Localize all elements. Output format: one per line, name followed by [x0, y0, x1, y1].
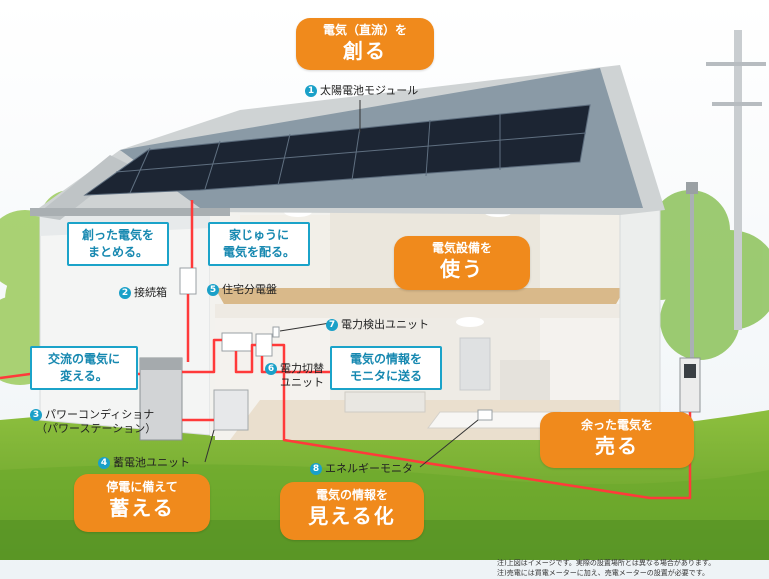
callout-create: 電気（直流）を 創る	[296, 18, 434, 70]
label-number: 1	[305, 85, 317, 97]
callout-store: 停電に備えて 蓄える	[74, 474, 210, 532]
label-text: エネルギーモニタ	[325, 462, 413, 475]
label-text: 接続箱	[134, 286, 167, 299]
label-number: 2	[119, 287, 131, 299]
callout-store-small: 停電に備えて	[74, 479, 210, 495]
callout-use-small: 電気設備を	[394, 240, 530, 256]
callout-distribute-line2: 電気を配る。	[212, 244, 306, 261]
callout-combine-line1: 創った電気を	[71, 227, 165, 244]
callout-visualize: 電気の情報を 見える化	[280, 482, 424, 540]
label-text-2: （パワーステーション）	[36, 422, 156, 435]
footnote-1: 注)上図はイメージです。実際の設置場所とは異なる場合があります。	[497, 558, 715, 568]
callout-send-info-line1: 電気の情報を	[334, 351, 438, 368]
callout-store-big: 蓄える	[74, 495, 210, 521]
callout-combine: 創った電気を まとめる。	[67, 222, 169, 266]
label-text: 太陽電池モジュール	[320, 84, 418, 97]
label-text-2: ユニット	[280, 376, 324, 389]
energy-monitor	[478, 410, 492, 420]
callout-visualize-small: 電気の情報を	[280, 487, 424, 503]
switch-unit	[256, 334, 272, 356]
callout-combine-line2: まとめる。	[71, 244, 165, 261]
callout-sell-small: 余った電気を	[540, 417, 694, 433]
label-text: 住宅分電盤	[222, 283, 277, 296]
battery-unit	[214, 390, 248, 430]
label-number: 6	[265, 363, 277, 375]
callout-distribute: 家じゅうに 電気を配る。	[208, 222, 310, 266]
callout-visualize-big: 見える化	[280, 503, 424, 529]
distribution-panel	[222, 333, 252, 351]
callout-convert-line1: 交流の電気に	[34, 351, 134, 368]
label-number: 7	[326, 319, 338, 331]
junction-box	[180, 268, 196, 294]
label-number: 3	[30, 409, 42, 421]
callout-use: 電気設備を 使う	[394, 236, 530, 290]
callout-sell-big: 売る	[540, 433, 694, 459]
label-text: 電力検出ユニット	[341, 318, 429, 331]
label-number: 5	[207, 284, 219, 296]
callout-sell: 余った電気を 売る	[540, 412, 694, 468]
footnote-2: 注)売電には買電メーターに加え、売電メーターの設置が必要です。	[497, 568, 709, 578]
label-number: 8	[310, 463, 322, 475]
meter-box	[680, 358, 700, 412]
power-detection-unit	[273, 327, 279, 337]
callout-distribute-line1: 家じゅうに	[212, 227, 306, 244]
callout-create-small: 電気（直流）を	[296, 22, 434, 38]
callout-send-info: 電気の情報を モニタに送る	[330, 346, 442, 390]
callout-send-info-line2: モニタに送る	[334, 368, 438, 385]
label-text: 蓄電池ユニット	[113, 456, 190, 469]
label-number: 4	[98, 457, 110, 469]
label-text: 電力切替	[280, 362, 324, 375]
callout-create-big: 創る	[296, 38, 434, 64]
callout-use-big: 使う	[394, 256, 530, 282]
callout-convert: 交流の電気に 変える。	[30, 346, 138, 390]
label-text: パワーコンディショナ	[45, 408, 154, 421]
callout-convert-line2: 変える。	[34, 368, 134, 385]
